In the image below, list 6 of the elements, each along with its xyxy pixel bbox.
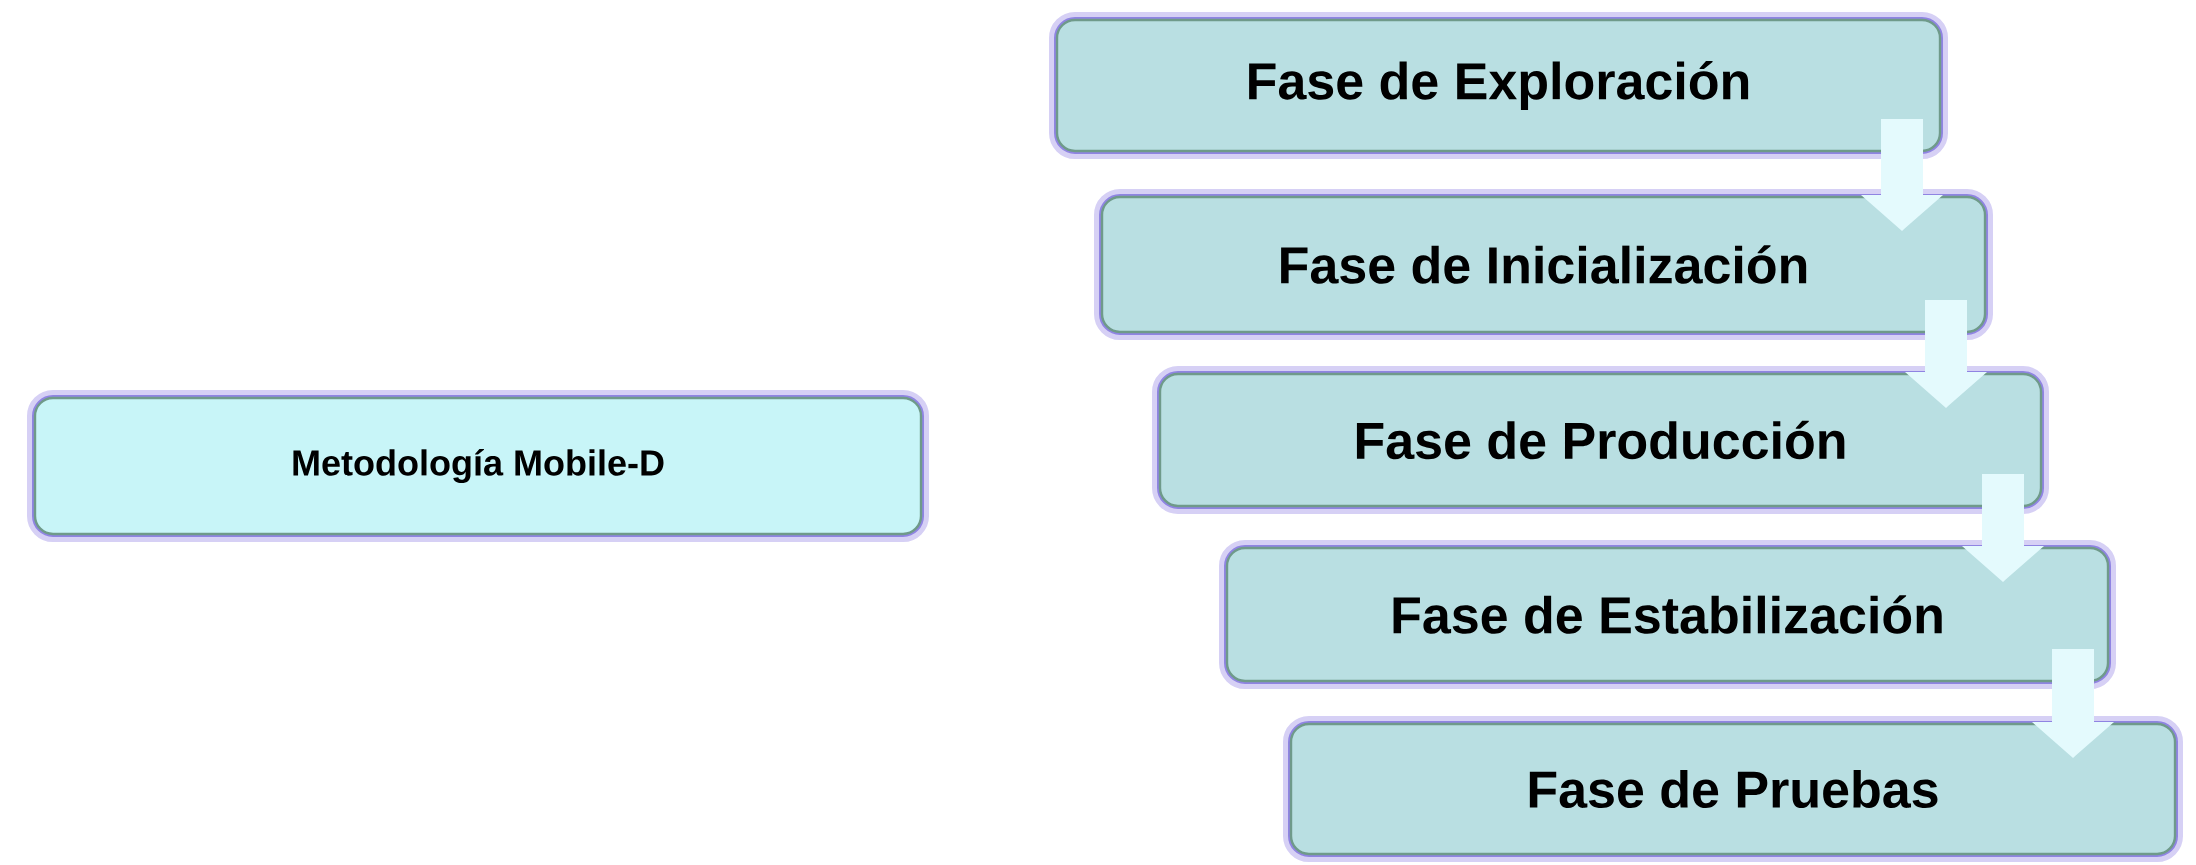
process-box: Fase de Estabilización xyxy=(1219,540,2116,689)
process-box: Fase de Exploración xyxy=(1049,12,1948,159)
process-box: Metodología Mobile-D xyxy=(27,390,929,542)
process-box: Fase de Pruebas xyxy=(1283,716,2183,862)
process-box: Fase de Inicialización xyxy=(1094,189,1993,340)
process-box: Fase de Producción xyxy=(1152,366,2049,514)
